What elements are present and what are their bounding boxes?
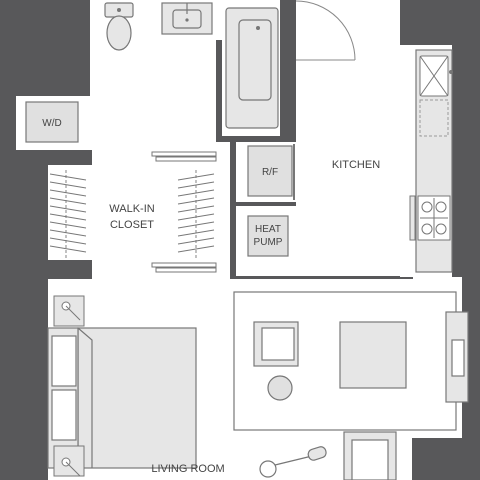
dishwasher	[419, 99, 449, 137]
closet-rod-right	[177, 170, 215, 258]
toilet	[104, 2, 134, 51]
closet-door-bottom	[151, 262, 217, 273]
refrigerator-label: R/F	[262, 167, 278, 178]
heat-pump-unit	[247, 215, 289, 257]
floor-lamp-base-icon	[259, 460, 277, 478]
tv-screen	[451, 339, 465, 377]
tv-console	[445, 311, 469, 403]
floor-lamp	[259, 446, 327, 478]
heat-pump: HEAT PUMP	[236, 202, 296, 257]
bathroom-door-swing-arc	[295, 0, 356, 61]
toilet-bowl	[106, 15, 132, 51]
vanity-drain-icon	[185, 18, 189, 22]
nightstand-top	[53, 295, 85, 327]
wall-bath-left	[216, 40, 222, 140]
wall-bath-right	[280, 0, 296, 140]
living-room-label: LIVING ROOM	[151, 463, 224, 475]
armchair-top-seat	[261, 327, 295, 361]
kitchen-faucet-icon	[449, 70, 453, 74]
kitchen: KITCHEN	[332, 49, 453, 273]
nightstand-bottom	[53, 445, 85, 477]
bathtub	[225, 7, 279, 129]
kitchen-sink	[419, 55, 453, 97]
closet-rod-left	[49, 170, 87, 258]
kitchen-sink-diag-b	[419, 55, 449, 97]
range-hood-edge	[409, 195, 416, 241]
nightstand-bottom-lamp-arm	[65, 461, 81, 477]
bed	[47, 327, 197, 469]
side-table	[267, 375, 293, 401]
walk-in-closet-label-line2: CLOSET	[110, 219, 154, 231]
closet-door-top-panel-a	[151, 151, 217, 157]
nightstand-top-table	[53, 295, 85, 327]
refrigerator-unit	[247, 145, 293, 197]
wall-mech-divider	[230, 142, 236, 280]
armchair-bottom	[343, 431, 397, 480]
burner-2-icon	[435, 201, 447, 213]
coffee-table	[339, 321, 407, 389]
bed-pillow-top	[51, 335, 77, 387]
cooktop	[409, 195, 451, 241]
closet-door-top	[151, 151, 217, 162]
wall-bath-bottom	[216, 136, 296, 142]
bath-vanity	[161, 2, 213, 35]
heat-pump-divider	[236, 202, 296, 206]
wall-kitchen-right	[452, 45, 462, 277]
armchair-top	[253, 321, 299, 367]
kitchen-label: KITCHEN	[332, 159, 380, 171]
burner-1-icon	[421, 201, 433, 213]
walk-in-closet: WALK-IN CLOSET	[49, 151, 217, 273]
washer-dryer-unit	[25, 101, 79, 143]
bathtub-drain-icon	[256, 26, 260, 30]
refrigerator: R/F	[247, 144, 295, 200]
closet-hangers-right	[177, 173, 215, 253]
closet-hangers-left	[49, 173, 87, 253]
floor-lamp-shade	[307, 446, 327, 461]
wall-right-exterior	[462, 0, 480, 480]
washer-dryer-label: W/D	[42, 118, 61, 129]
wall-bottom-right-block	[412, 438, 480, 480]
kitchen-floor	[296, 0, 400, 276]
wall-upper-left-block	[0, 0, 90, 96]
bathroom	[104, 0, 356, 129]
heat-pump-label-line1: HEAT	[255, 224, 281, 235]
heat-pump-label-line2: PUMP	[254, 237, 283, 248]
toilet-flush-icon	[117, 8, 121, 12]
walk-in-closet-label-line1: WALK-IN	[109, 203, 154, 215]
living-room: LIVING ROOM	[47, 291, 469, 480]
nightstand-top-lamp-arm	[65, 305, 81, 321]
burner-3-icon	[421, 223, 433, 235]
floor-lamp-arm	[274, 455, 313, 466]
washer-dryer: W/D	[25, 101, 79, 143]
closet-door-bottom-panel-a	[151, 262, 217, 268]
bed-sheet-fold	[77, 327, 93, 468]
bathtub-inner	[238, 19, 272, 101]
burner-4-icon	[435, 223, 447, 235]
closet-door-bottom-panel-b	[155, 267, 217, 273]
closet-door-top-panel-b	[155, 156, 217, 162]
bed-pillow-bottom	[51, 389, 77, 441]
armchair-bottom-seat	[351, 439, 389, 480]
bathroom-door	[295, 0, 356, 61]
bed-frame	[77, 327, 197, 469]
